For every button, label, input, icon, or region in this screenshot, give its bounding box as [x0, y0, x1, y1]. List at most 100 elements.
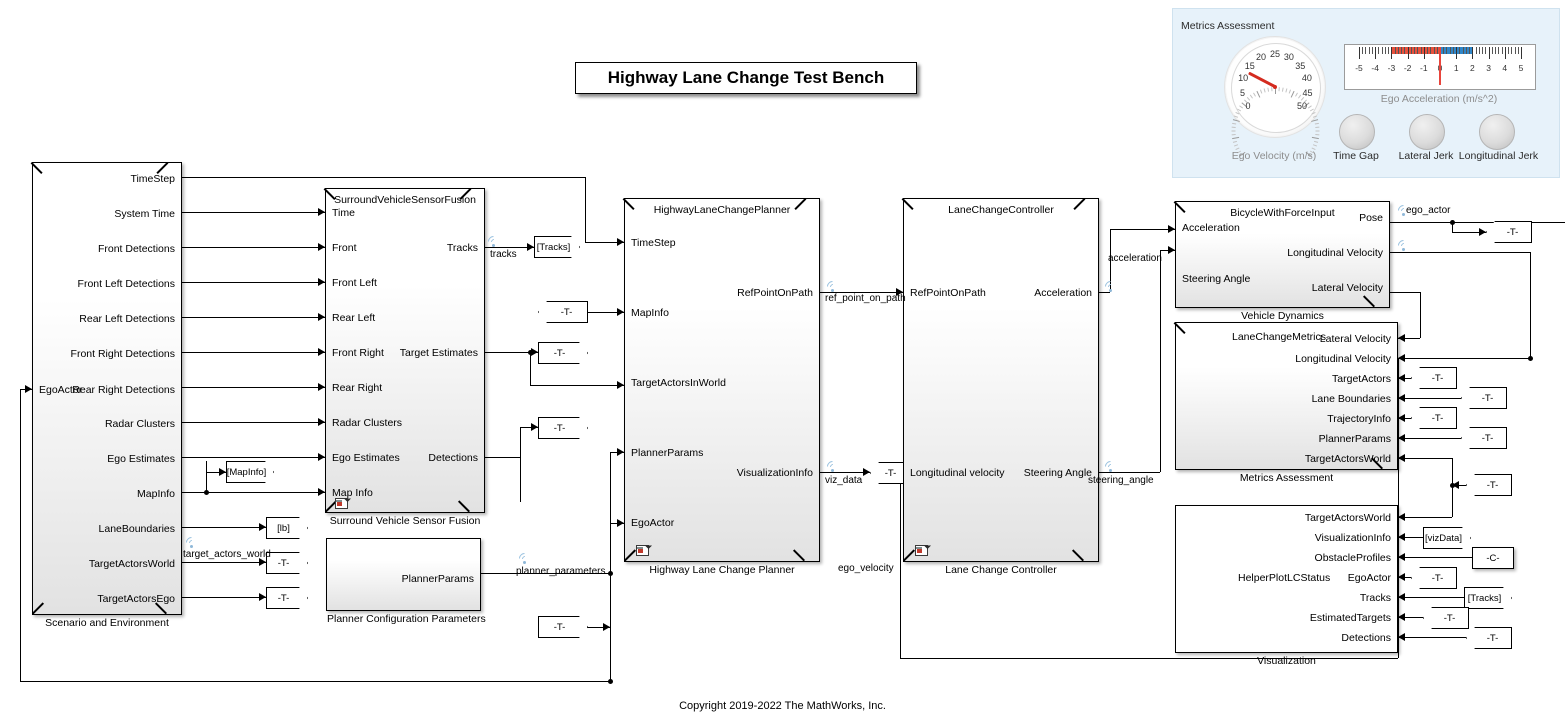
- accel-tick-label: 2: [1470, 63, 1475, 73]
- lamp-lateral-jerk[interactable]: [1409, 114, 1445, 150]
- accel-minor-tick: [1511, 47, 1513, 54]
- accel-minor-tick: [1491, 47, 1493, 54]
- from-tag-tracks-viz[interactable]: [Tracks]: [1464, 587, 1512, 609]
- from-tag-plannerparams[interactable]: -T-: [1461, 427, 1507, 449]
- from-tag-targetactors[interactable]: -T-: [1411, 367, 1457, 389]
- signal-label-steering-angle: steering_angle: [1088, 475, 1154, 486]
- wire-segment: [1530, 252, 1531, 358]
- model-reference-icon: [335, 494, 352, 509]
- block-scenario-and-environment[interactable]: EgoActor TimeStep System Time Front Dete…: [30, 162, 182, 629]
- gauge-tick-label: 30: [1283, 52, 1294, 63]
- port-in-egoactor: EgoActor: [1347, 572, 1391, 584]
- constant-block-obstacleprofiles[interactable]: -C-: [1472, 547, 1514, 569]
- wire-segment: [1420, 292, 1421, 338]
- radiate-icon-ego-actor: [1395, 202, 1412, 219]
- wire-segment: [182, 422, 325, 423]
- port-in-rear-left: Rear Left: [332, 312, 376, 324]
- accel-minor-tick: [1381, 47, 1383, 54]
- accel-minor-tick: [1498, 47, 1500, 54]
- accel-minor-tick: [1482, 47, 1484, 54]
- accel-minor-tick: [1508, 47, 1510, 54]
- from-tag-vizdata[interactable]: [vizData]: [1423, 527, 1471, 549]
- radiate-icon-steering-angle: [1102, 458, 1119, 475]
- block-surround-vehicle-sensor-fusion[interactable]: SurroundVehicleSensorFusion Time Front F…: [323, 188, 485, 527]
- block-lane-change-controller[interactable]: LaneChangeController RefPointOnPath Long…: [901, 198, 1099, 576]
- goto-tag-detections[interactable]: -T-: [538, 417, 588, 439]
- wire-segment: [485, 457, 520, 458]
- port-out-steering-angle: Steering Angle: [1023, 467, 1092, 479]
- port-in-steering-angle: Steering Angle: [1182, 273, 1251, 285]
- goto-tag-target-actors-ego[interactable]: -T-: [266, 587, 308, 609]
- gauge-tick-label: 25: [1269, 49, 1281, 59]
- accel-minor-tick: [1462, 47, 1464, 54]
- accel-major-tick: [1472, 47, 1474, 59]
- accel-minor-tick: [1371, 47, 1373, 54]
- accel-minor-tick: [1501, 47, 1503, 54]
- accel-minor-tick: [1433, 47, 1435, 54]
- radiate-icon-viz-data: [824, 458, 841, 475]
- wire-segment: [182, 282, 325, 283]
- block-highway-lane-change-planner[interactable]: HighwayLaneChangePlanner TimeStep MapInf…: [622, 198, 820, 576]
- from-tag-mapinfo-to-planner[interactable]: -T-: [538, 301, 588, 323]
- accel-major-tick: [1504, 47, 1506, 59]
- block-metrics-assessment[interactable]: LaneChangeMetrics Lateral Velocity Longi…: [1173, 322, 1398, 484]
- goto-tag-target-actors-world[interactable]: -T-: [266, 552, 308, 574]
- port-in-targetactorsinworld: TargetActorsInWorld: [631, 377, 726, 389]
- gauge-hub: [1273, 85, 1277, 89]
- wire-segment: [1398, 557, 1472, 558]
- from-tag-estimatedtargets[interactable]: -T-: [1423, 607, 1469, 629]
- goto-tag-target-estimates[interactable]: -T-: [538, 342, 588, 364]
- port-in-trajectoryinfo: TrajectoryInfo: [1327, 413, 1391, 425]
- goto-tag-lb[interactable]: [lb]: [266, 517, 308, 539]
- wire-arrow: [1398, 552, 1405, 561]
- lamp-longitudinal-jerk[interactable]: [1479, 114, 1515, 150]
- port-out-target-estimates: Target Estimates: [399, 347, 478, 359]
- from-tag-lane-boundaries[interactable]: -T-: [1461, 387, 1507, 409]
- accel-minor-tick: [1384, 47, 1386, 54]
- lamp-longitudinal-jerk-label: Longitudinal Jerk: [1458, 150, 1539, 162]
- block-visualization[interactable]: HelperPlotLCStatus TargetActorsWorld Vis…: [1175, 505, 1398, 667]
- wire-segment: [182, 457, 325, 458]
- from-tag-targetactorsworld-metrics[interactable]: -T-: [1466, 474, 1512, 496]
- wire-arrow: [603, 622, 610, 631]
- goto-tag-tracks[interactable]: [Tracks]: [534, 236, 580, 258]
- copyright-annotation: Copyright 2019-2022 The MathWorks, Inc.: [679, 700, 886, 712]
- from-tag-detections-viz[interactable]: -T-: [1466, 627, 1512, 649]
- port-in-refpointonpath: RefPointOnPath: [910, 287, 986, 299]
- from-tag-egoactor-viz[interactable]: -T-: [1411, 567, 1457, 589]
- port-in-estimatedtargets: EstimatedTargets: [1309, 612, 1391, 624]
- block-caption-visualization: Visualization: [1257, 655, 1316, 667]
- wire-arrow: [259, 557, 266, 566]
- wire-segment: [820, 292, 903, 293]
- accel-minor-tick: [1495, 47, 1497, 54]
- accel-minor-tick: [1394, 47, 1396, 54]
- dashboard-title: Metrics Assessment: [1181, 20, 1275, 32]
- wire-segment: [1398, 338, 1420, 339]
- port-out-pose: Pose: [1359, 212, 1383, 224]
- wire-segment: [1398, 597, 1464, 598]
- accel-minor-tick: [1410, 47, 1412, 54]
- accel-tick-label: -4: [1371, 63, 1379, 73]
- model-title-annotation: Highway Lane Change Test Bench: [575, 62, 917, 94]
- from-tag-trajectoryinfo[interactable]: -T-: [1411, 407, 1457, 429]
- wire-arrow: [318, 347, 325, 356]
- wire-arrow: [1479, 227, 1486, 236]
- goto-tag-mapinfo[interactable]: [MapInfo]: [226, 461, 274, 483]
- gauge-tick-label: 20: [1256, 52, 1267, 63]
- lamp-time-gap-label: Time Gap: [1333, 150, 1379, 162]
- signal-label-planner-parameters: planner_parameters: [516, 566, 606, 577]
- from-tag-ego-actor[interactable]: -T-: [1486, 221, 1532, 243]
- goto-tag-planner-parameters[interactable]: -T-: [538, 616, 588, 638]
- port-in-longitudinal-velocity: Longitudinal velocity: [910, 467, 1005, 479]
- accel-tick-label: 4: [1502, 63, 1508, 73]
- from-tag-ego-velocity[interactable]: -T-: [870, 462, 904, 484]
- accel-minor-tick: [1388, 47, 1390, 54]
- port-in-detections: Detections: [1341, 632, 1391, 644]
- accel-minor-tick: [1475, 47, 1477, 54]
- block-planner-configuration-parameters[interactable]: PlannerParams Planner Configuration Para…: [326, 538, 486, 625]
- lamp-time-gap[interactable]: [1339, 114, 1375, 150]
- wire-segment: [485, 247, 534, 248]
- gauge-tick-label: 45: [1302, 87, 1313, 98]
- port-out-radar-clusters: Radar Clusters: [104, 418, 175, 430]
- block-vehicle-dynamics[interactable]: BicycleWithForceInput Acceleration Steer…: [1173, 201, 1390, 322]
